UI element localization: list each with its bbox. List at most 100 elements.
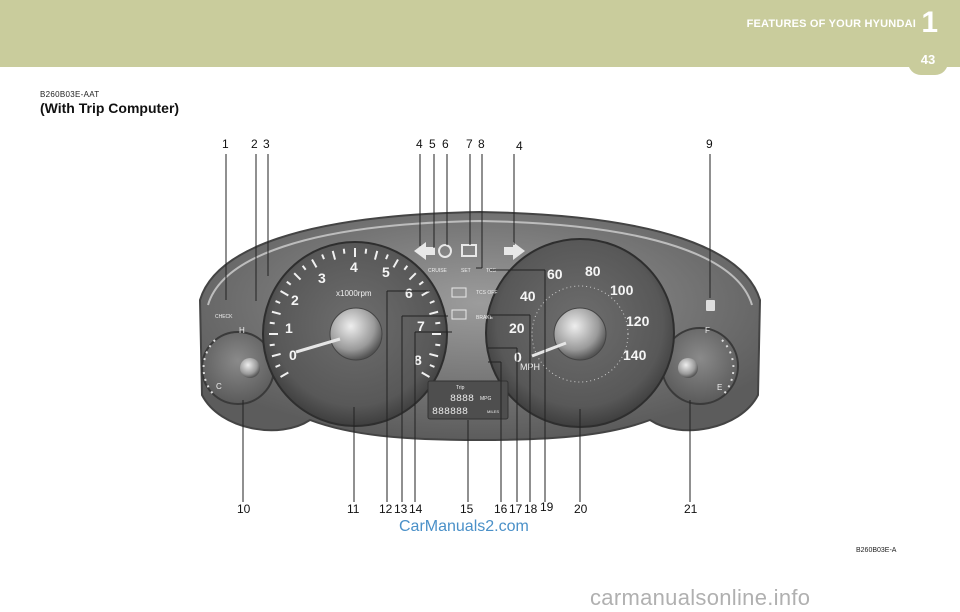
callout-12: 12 — [379, 502, 393, 516]
gauge-tick — [421, 290, 430, 297]
tach-num-2: 2 — [291, 292, 299, 308]
callout-3: 3 — [263, 137, 270, 151]
callout-7: 7 — [466, 137, 473, 151]
chapter-number: 1 — [921, 6, 938, 39]
speed-num-120: 120 — [626, 313, 650, 329]
right-turn-arrow — [504, 242, 525, 260]
gauge-tick — [269, 321, 275, 325]
callout-5: 5 — [429, 137, 436, 151]
gauge-tick — [321, 254, 325, 260]
gauge-tick — [271, 310, 281, 316]
tach-num-5: 5 — [382, 264, 390, 280]
speed-num-0: 0 — [514, 349, 522, 365]
gauge-tick — [408, 272, 417, 281]
callout-14: 14 — [409, 502, 423, 516]
gauge-tick — [293, 272, 302, 281]
callout-10: 10 — [237, 502, 251, 516]
gauge-tick — [269, 343, 275, 347]
cruise-indicator: CRUISE — [428, 268, 448, 274]
page-number: 43 — [920, 52, 936, 67]
callout-13: 13 — [394, 502, 408, 516]
gauge-tick — [373, 250, 379, 260]
tach-num-6: 6 — [405, 285, 413, 301]
gauge-tick — [403, 265, 409, 271]
trip-computer-display — [427, 380, 509, 420]
tachometer-hub — [329, 307, 383, 361]
brake-indicator: BRAKE — [476, 315, 494, 321]
footer-watermark: carmanualsonline.info — [590, 585, 811, 610]
callout-18: 18 — [524, 502, 538, 516]
lcd-top-digits: 8888 — [450, 394, 474, 405]
gauge-tick — [429, 310, 439, 316]
callout-11: 11 — [347, 502, 360, 516]
speed-num-100: 100 — [610, 282, 634, 298]
section-code: B260B03E-AAT — [40, 90, 100, 99]
speed-num-140: 140 — [623, 347, 647, 363]
check-indicator: CHECK — [215, 314, 233, 320]
gauge-tick — [435, 343, 441, 347]
gauge-tick — [286, 280, 292, 286]
gauge-tick — [421, 371, 430, 378]
gauge-tick — [280, 290, 289, 297]
set-indicator: SET — [461, 268, 471, 274]
temp-hot-label: H — [239, 326, 245, 335]
page-header: FEATURES OF YOUR HYUNDAI 1 — [0, 0, 960, 67]
gauge-tick — [271, 352, 281, 358]
callout-1: 1 — [222, 137, 229, 151]
tach-num-4: 4 — [350, 259, 358, 275]
miles-label: MILES — [487, 409, 499, 414]
left-turn-arrow — [414, 242, 435, 260]
callout-17: 17 — [509, 502, 523, 516]
temp-cold-label: C — [216, 382, 222, 391]
section-title: FEATURES OF YOUR HYUNDAI — [746, 18, 916, 30]
callout-4b: 4 — [516, 139, 523, 153]
gauge-tick — [275, 300, 281, 304]
site-watermark: CarManuals2.com — [399, 518, 529, 535]
gauge-tick — [311, 259, 318, 268]
tach-num-7: 7 — [417, 318, 425, 334]
tach-num-1: 1 — [285, 320, 293, 336]
gauge-tick — [364, 248, 368, 254]
section-heading: (With Trip Computer) — [40, 100, 180, 116]
speed-num-60: 60 — [547, 266, 563, 282]
trip-label: Trip — [456, 385, 465, 391]
gauge-tick — [418, 280, 424, 286]
tcs-indicator: TCS — [486, 268, 497, 274]
tach-num-8: 8 — [414, 352, 422, 368]
mpg-label: MPG — [480, 396, 492, 402]
gauge-tick — [342, 248, 346, 254]
speed-num-40: 40 — [520, 288, 536, 304]
callout-15: 15 — [460, 502, 474, 516]
callout-21: 21 — [684, 502, 698, 516]
callout-2: 2 — [251, 137, 258, 151]
tach-num-0: 0 — [289, 347, 297, 363]
speedometer-hub — [553, 307, 607, 361]
gauge-tick — [331, 250, 337, 260]
callout-20: 20 — [574, 502, 588, 516]
fuel-full-label: F — [705, 326, 710, 335]
gauge-tick — [301, 265, 307, 271]
speed-num-20: 20 — [509, 320, 525, 336]
tach-unit: x1000rpm — [336, 289, 372, 298]
fuel-empty-label: E — [717, 383, 722, 392]
gauge-tick — [429, 352, 439, 358]
gauge-tick — [280, 371, 289, 378]
callout-19: 19 — [540, 500, 554, 514]
tcs-off-indicator: TCS OFF — [476, 290, 497, 296]
callout-16: 16 — [494, 502, 508, 516]
speed-num-80: 80 — [585, 263, 601, 279]
gauge-tick — [429, 364, 435, 368]
leader-lines — [225, 154, 711, 502]
lcd-bottom-digits: 888888 — [432, 407, 468, 418]
gauge-tick — [275, 364, 281, 368]
figure-code: B260B03E-A — [856, 547, 897, 554]
tach-num-3: 3 — [318, 270, 326, 286]
callout-8: 8 — [478, 137, 485, 151]
gauge-tick — [385, 254, 389, 260]
page-number-tab — [908, 49, 948, 75]
gauge-tick — [435, 321, 441, 325]
gauge-tick — [429, 300, 435, 304]
callout-9: 9 — [706, 137, 713, 151]
callout-6: 6 — [442, 137, 449, 151]
